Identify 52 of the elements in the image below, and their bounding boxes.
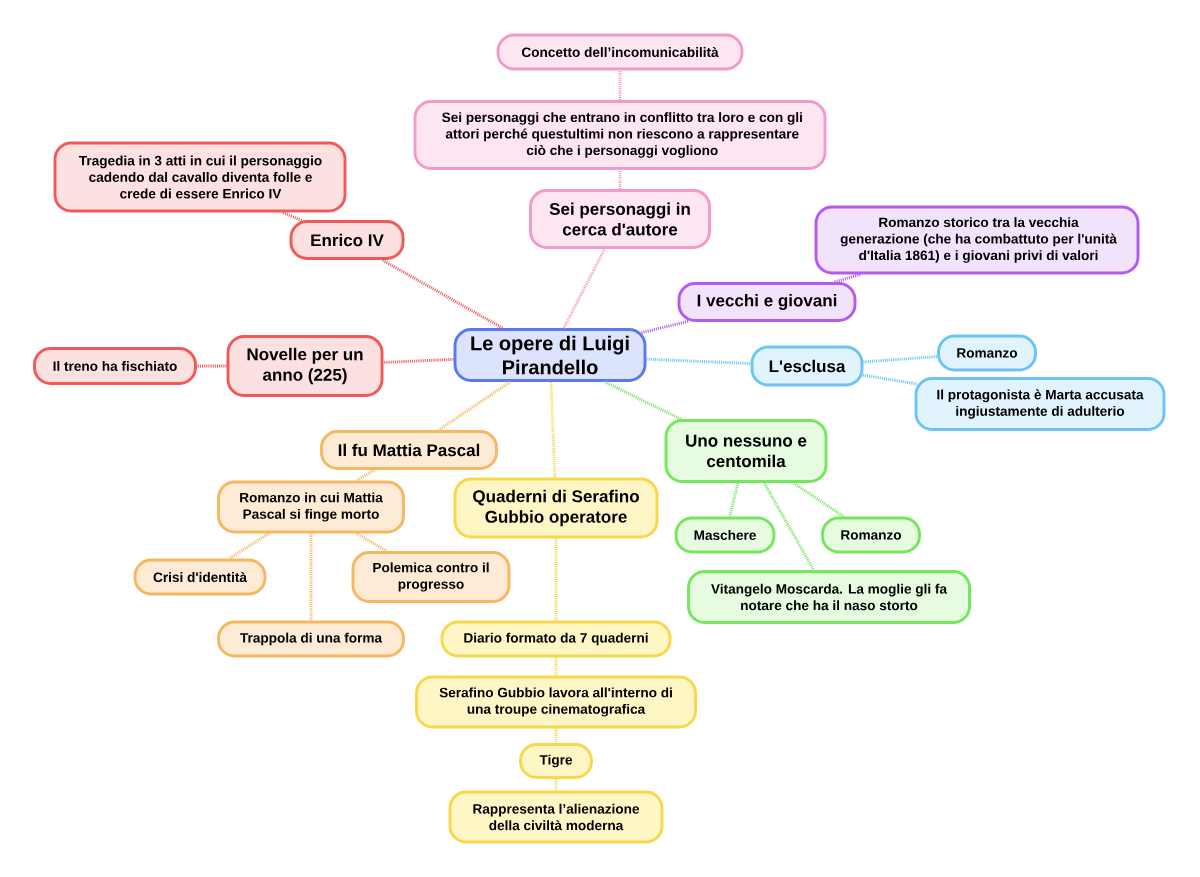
dotted-connector (554, 657, 558, 676)
detail-box: Romanzo in cui Mattia Pascal si finge morto (217, 480, 405, 534)
detail-box: Il treno ha fischiato (33, 347, 197, 385)
detail-box: Romanzo storico tra la vecchia generazione (che ha combattuto per l'unità d'Italia 1861) e i giovani privi di valori (814, 205, 1140, 275)
dotted-connector (554, 538, 558, 621)
dotted-connector (646, 357, 751, 366)
dotted-connector (554, 728, 558, 744)
dotted-connector (641, 319, 690, 335)
dotted-connector (282, 211, 303, 222)
detail-box: Romanzo (937, 334, 1037, 372)
dotted-connector (554, 778, 558, 791)
detail-box: Il protagonista è Marta accusata ingiustamente di adulterio (914, 377, 1166, 431)
dotted-connector (381, 258, 504, 330)
dotted-connector (728, 482, 740, 517)
dotted-connector (309, 533, 313, 621)
detail-box: Sei personaggi che entrano in conflitto tra loro e con gli attori perché questultimi non riescono a rappresentare ciò che i personaggi vogliono (413, 100, 827, 170)
detail-box: Crisi d'identità (133, 558, 267, 596)
detail-box: Maschere (674, 516, 776, 554)
dotted-connector (618, 70, 622, 101)
branch-topic-box: Sei personaggi in cerca d'autore (529, 189, 711, 249)
detail-box: Polemica contro il progresso (351, 551, 511, 603)
dotted-connector (549, 381, 557, 478)
branch-topic-box: Uno nessuno e centomila (664, 419, 828, 483)
branch-topic-box: Quaderni di Serafino Gubbio operatore (453, 477, 659, 539)
detail-box: Romanzo (821, 516, 921, 554)
detail-box: Vitangelo Moscarda. La moglie gli fa notare che ha il naso storto (687, 570, 971, 624)
dotted-connector (355, 532, 388, 553)
branch-topic-box: Novelle per un anno (225) (226, 335, 384, 397)
dotted-connector (196, 364, 227, 368)
branch-topic-box: Enrico IV (289, 220, 405, 260)
detail-box: Serafino Gubbio lavora all'interno di una troupe cinematografica (415, 675, 697, 729)
dotted-connector (383, 357, 454, 364)
branch-topic-box: Il fu Mattia Pascal (320, 430, 498, 470)
detail-box: Tigre (519, 743, 593, 779)
dotted-connector (604, 380, 682, 421)
detail-box: Rappresenta l’alienazione della civiltà moderna (448, 790, 664, 844)
dotted-connector (762, 482, 815, 571)
dotted-connector (618, 169, 622, 190)
central-topic-box: Le opere di Luigi Pirandello (453, 328, 647, 382)
dotted-connector (863, 355, 938, 364)
dotted-connector (355, 468, 376, 482)
detail-box: Concetto dell’incomunicabilità (496, 33, 744, 71)
dotted-connector (862, 373, 918, 386)
dotted-connector (437, 380, 511, 432)
detail-box: Diario formato da 7 quaderni (440, 620, 672, 658)
detail-box: Trappola di una forma (217, 620, 405, 658)
dotted-connector (834, 273, 861, 284)
branch-topic-box: L'esclusa (750, 345, 864, 387)
dotted-connector (562, 248, 606, 329)
branch-topic-box: I vecchi e giovani (677, 282, 857, 322)
detail-box: Tragedia in 3 atti in cui il personaggio cadendo dal cavallo diventa folle e crede di essere Enrico IV (53, 141, 347, 213)
dotted-connector (792, 481, 845, 518)
